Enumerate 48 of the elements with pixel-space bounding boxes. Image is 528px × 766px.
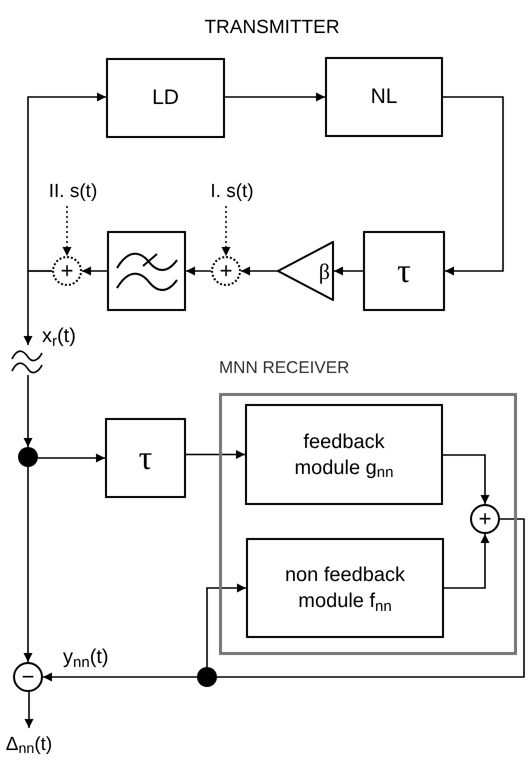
gain-symbol: β (318, 258, 330, 286)
block-label: NL (370, 84, 398, 110)
arrow (27, 92, 106, 272)
signal-text: Δ$_{nn}$(t) (6, 732, 52, 760)
signal-text: II. s(t) (48, 180, 98, 204)
arrow (334, 266, 363, 276)
arrow (24, 375, 32, 447)
arrow (38, 454, 105, 462)
edge-label: y$_{nn}$(t) (62, 646, 110, 668)
operator-sign: + (60, 260, 74, 282)
process-box (325, 57, 443, 137)
arrow (443, 454, 490, 504)
delay-box (363, 231, 445, 311)
arrow (443, 96, 504, 276)
module-label: feedback module g$_{nn}$ (294, 430, 394, 480)
summing-junction (470, 504, 500, 534)
arrow (225, 92, 325, 102)
arrow (24, 270, 52, 345)
tau-symbol: τ (397, 252, 411, 292)
arrow (206, 584, 246, 667)
arrow (24, 692, 34, 728)
block-label: LD (152, 85, 179, 112)
dotted-arrow (222, 206, 230, 256)
operator-sign: + (220, 260, 232, 282)
arrow (82, 266, 107, 276)
amplifier-triangle (277, 241, 334, 301)
arrow (24, 467, 32, 662)
group-heading: MNN RECEIVER (219, 357, 350, 379)
module-box (246, 538, 444, 638)
arrow (43, 672, 197, 682)
process-box (106, 58, 225, 138)
dotted-arrow (62, 206, 72, 256)
module-box (245, 404, 443, 505)
operator-sign: − (22, 666, 34, 688)
diagram-title: TRANSMITTER (203, 16, 341, 40)
delay-box (105, 418, 186, 498)
arrow (444, 534, 490, 589)
connector-line (217, 518, 525, 678)
tau-symbol: τ (138, 438, 152, 478)
arrow (186, 266, 211, 276)
operator-sign: + (478, 508, 492, 530)
summing-junction (13, 662, 43, 692)
signal-text: I. s(t) (210, 180, 254, 204)
signal-text: x$_{r}$(t) (42, 324, 76, 351)
module-label: non feedback module f$_{nn}$ (284, 563, 406, 614)
arrow (186, 450, 245, 459)
arrow (241, 266, 277, 276)
filter-box (107, 231, 186, 311)
